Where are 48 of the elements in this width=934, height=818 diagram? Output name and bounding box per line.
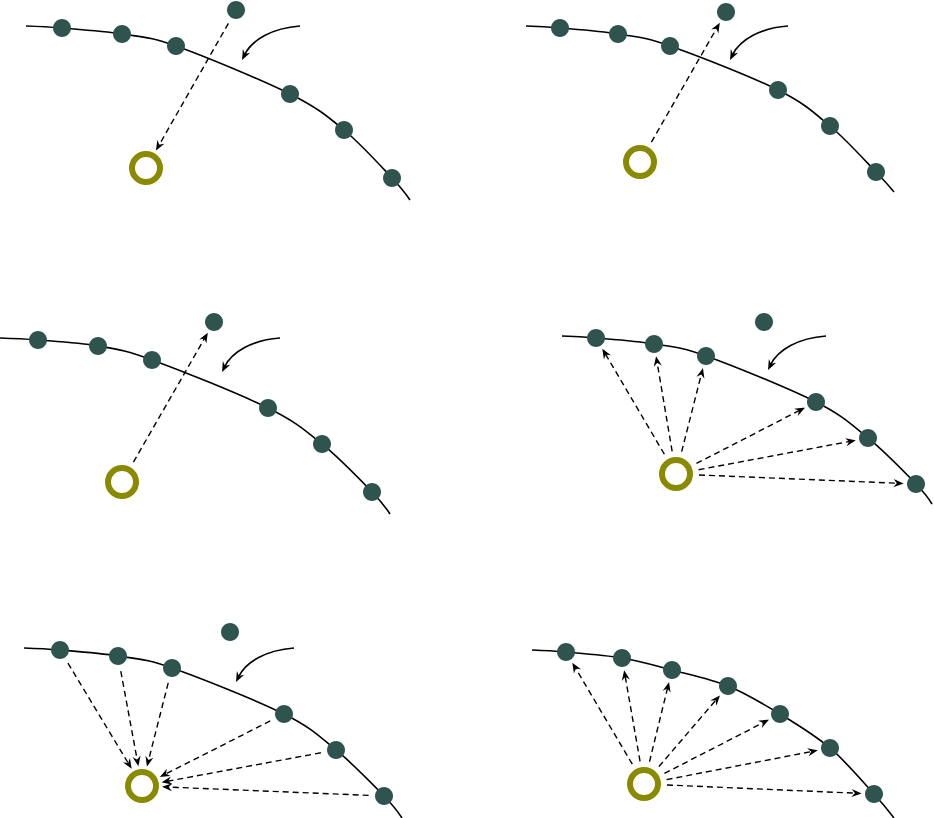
ring xyxy=(623,145,657,179)
dot xyxy=(859,429,877,447)
dot xyxy=(821,739,839,757)
dot xyxy=(645,335,663,353)
dot xyxy=(609,25,627,43)
ring xyxy=(627,767,661,801)
dot xyxy=(143,351,161,369)
dot xyxy=(907,475,925,493)
dot xyxy=(53,19,71,37)
dot xyxy=(557,643,575,661)
dot xyxy=(613,649,631,667)
dot xyxy=(697,347,715,365)
dot xyxy=(807,393,825,411)
ring xyxy=(659,457,693,491)
dot xyxy=(663,661,681,679)
dot xyxy=(363,483,381,501)
dot xyxy=(335,121,353,139)
dot xyxy=(551,19,569,37)
dot xyxy=(205,313,223,331)
dot xyxy=(769,81,787,99)
dot xyxy=(221,623,239,641)
dot xyxy=(163,659,181,677)
ring xyxy=(125,769,159,803)
dot xyxy=(719,677,737,695)
dot xyxy=(821,117,839,135)
dot xyxy=(327,741,345,759)
dot xyxy=(661,37,679,55)
dot xyxy=(167,37,185,55)
dot xyxy=(275,705,293,723)
dot xyxy=(375,787,393,805)
dot xyxy=(587,329,605,347)
ring xyxy=(129,151,163,185)
dot xyxy=(109,647,127,665)
ring xyxy=(105,465,139,499)
dot xyxy=(227,1,245,19)
dot xyxy=(383,169,401,187)
dot xyxy=(113,25,131,43)
dot xyxy=(717,3,735,21)
dot xyxy=(29,331,47,349)
dot xyxy=(51,641,69,659)
dot xyxy=(281,85,299,103)
dot xyxy=(755,313,773,331)
dot xyxy=(771,705,789,723)
dot xyxy=(259,399,277,417)
dot xyxy=(89,337,107,355)
dot xyxy=(867,163,885,181)
dot xyxy=(313,435,331,453)
dot xyxy=(865,785,883,803)
